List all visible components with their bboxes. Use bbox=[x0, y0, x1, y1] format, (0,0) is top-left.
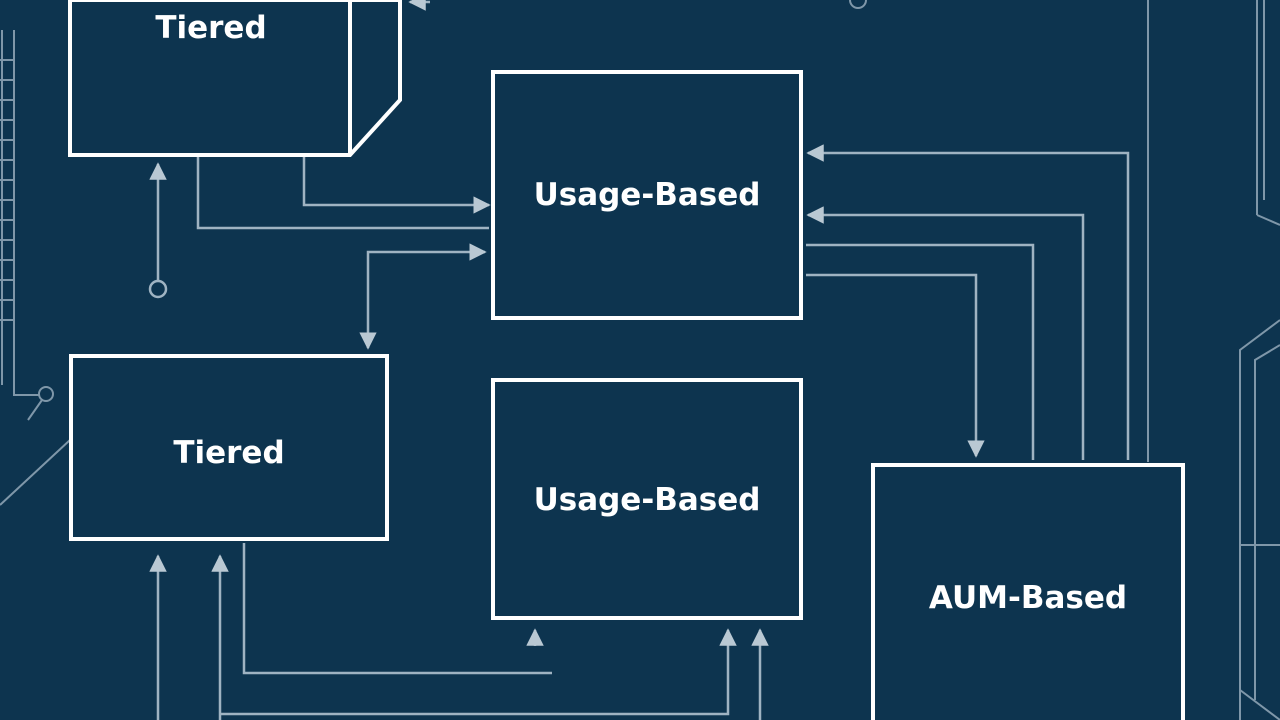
node-usage-based-bottom-label: Usage-Based bbox=[534, 482, 761, 518]
connector-usage-to-aum-1 bbox=[806, 243, 1035, 460]
decor-top bbox=[408, 0, 867, 11]
connector-usage-to-tiered-bottom bbox=[359, 243, 487, 350]
node-tiered-top-label: Tiered bbox=[155, 10, 266, 46]
connector-usage-to-aum-2 bbox=[806, 273, 985, 458]
decor-left-ladder bbox=[0, 30, 71, 506]
connector-lollipop-circle bbox=[148, 279, 168, 299]
node-usage-based-bottom[interactable]: Usage-Based bbox=[491, 378, 803, 620]
node-usage-based-top-label: Usage-Based bbox=[534, 177, 761, 213]
node-tiered-top[interactable]: Tiered bbox=[68, 0, 402, 157]
connector-tiered-to-usage-1 bbox=[302, 157, 491, 214]
connector-aum-to-usage-2 bbox=[806, 206, 1085, 460]
connector-tiered-to-bottom bbox=[242, 543, 552, 675]
node-tiered-bottom[interactable]: Tiered bbox=[69, 354, 389, 541]
node-tiered-bottom-label: Tiered bbox=[173, 435, 284, 471]
decor-right-circuitry bbox=[1147, 0, 1280, 720]
connector-bottom-to-usage bbox=[220, 628, 737, 716]
node-usage-based-top[interactable]: Usage-Based bbox=[491, 70, 803, 320]
node-aum-based-label: AUM-Based bbox=[929, 580, 1127, 616]
connectors bbox=[148, 144, 1130, 720]
connector-tiered-to-usage-2 bbox=[196, 157, 489, 230]
node-aum-based[interactable]: AUM-Based bbox=[871, 463, 1185, 720]
connector-aum-to-usage-1 bbox=[806, 144, 1130, 460]
